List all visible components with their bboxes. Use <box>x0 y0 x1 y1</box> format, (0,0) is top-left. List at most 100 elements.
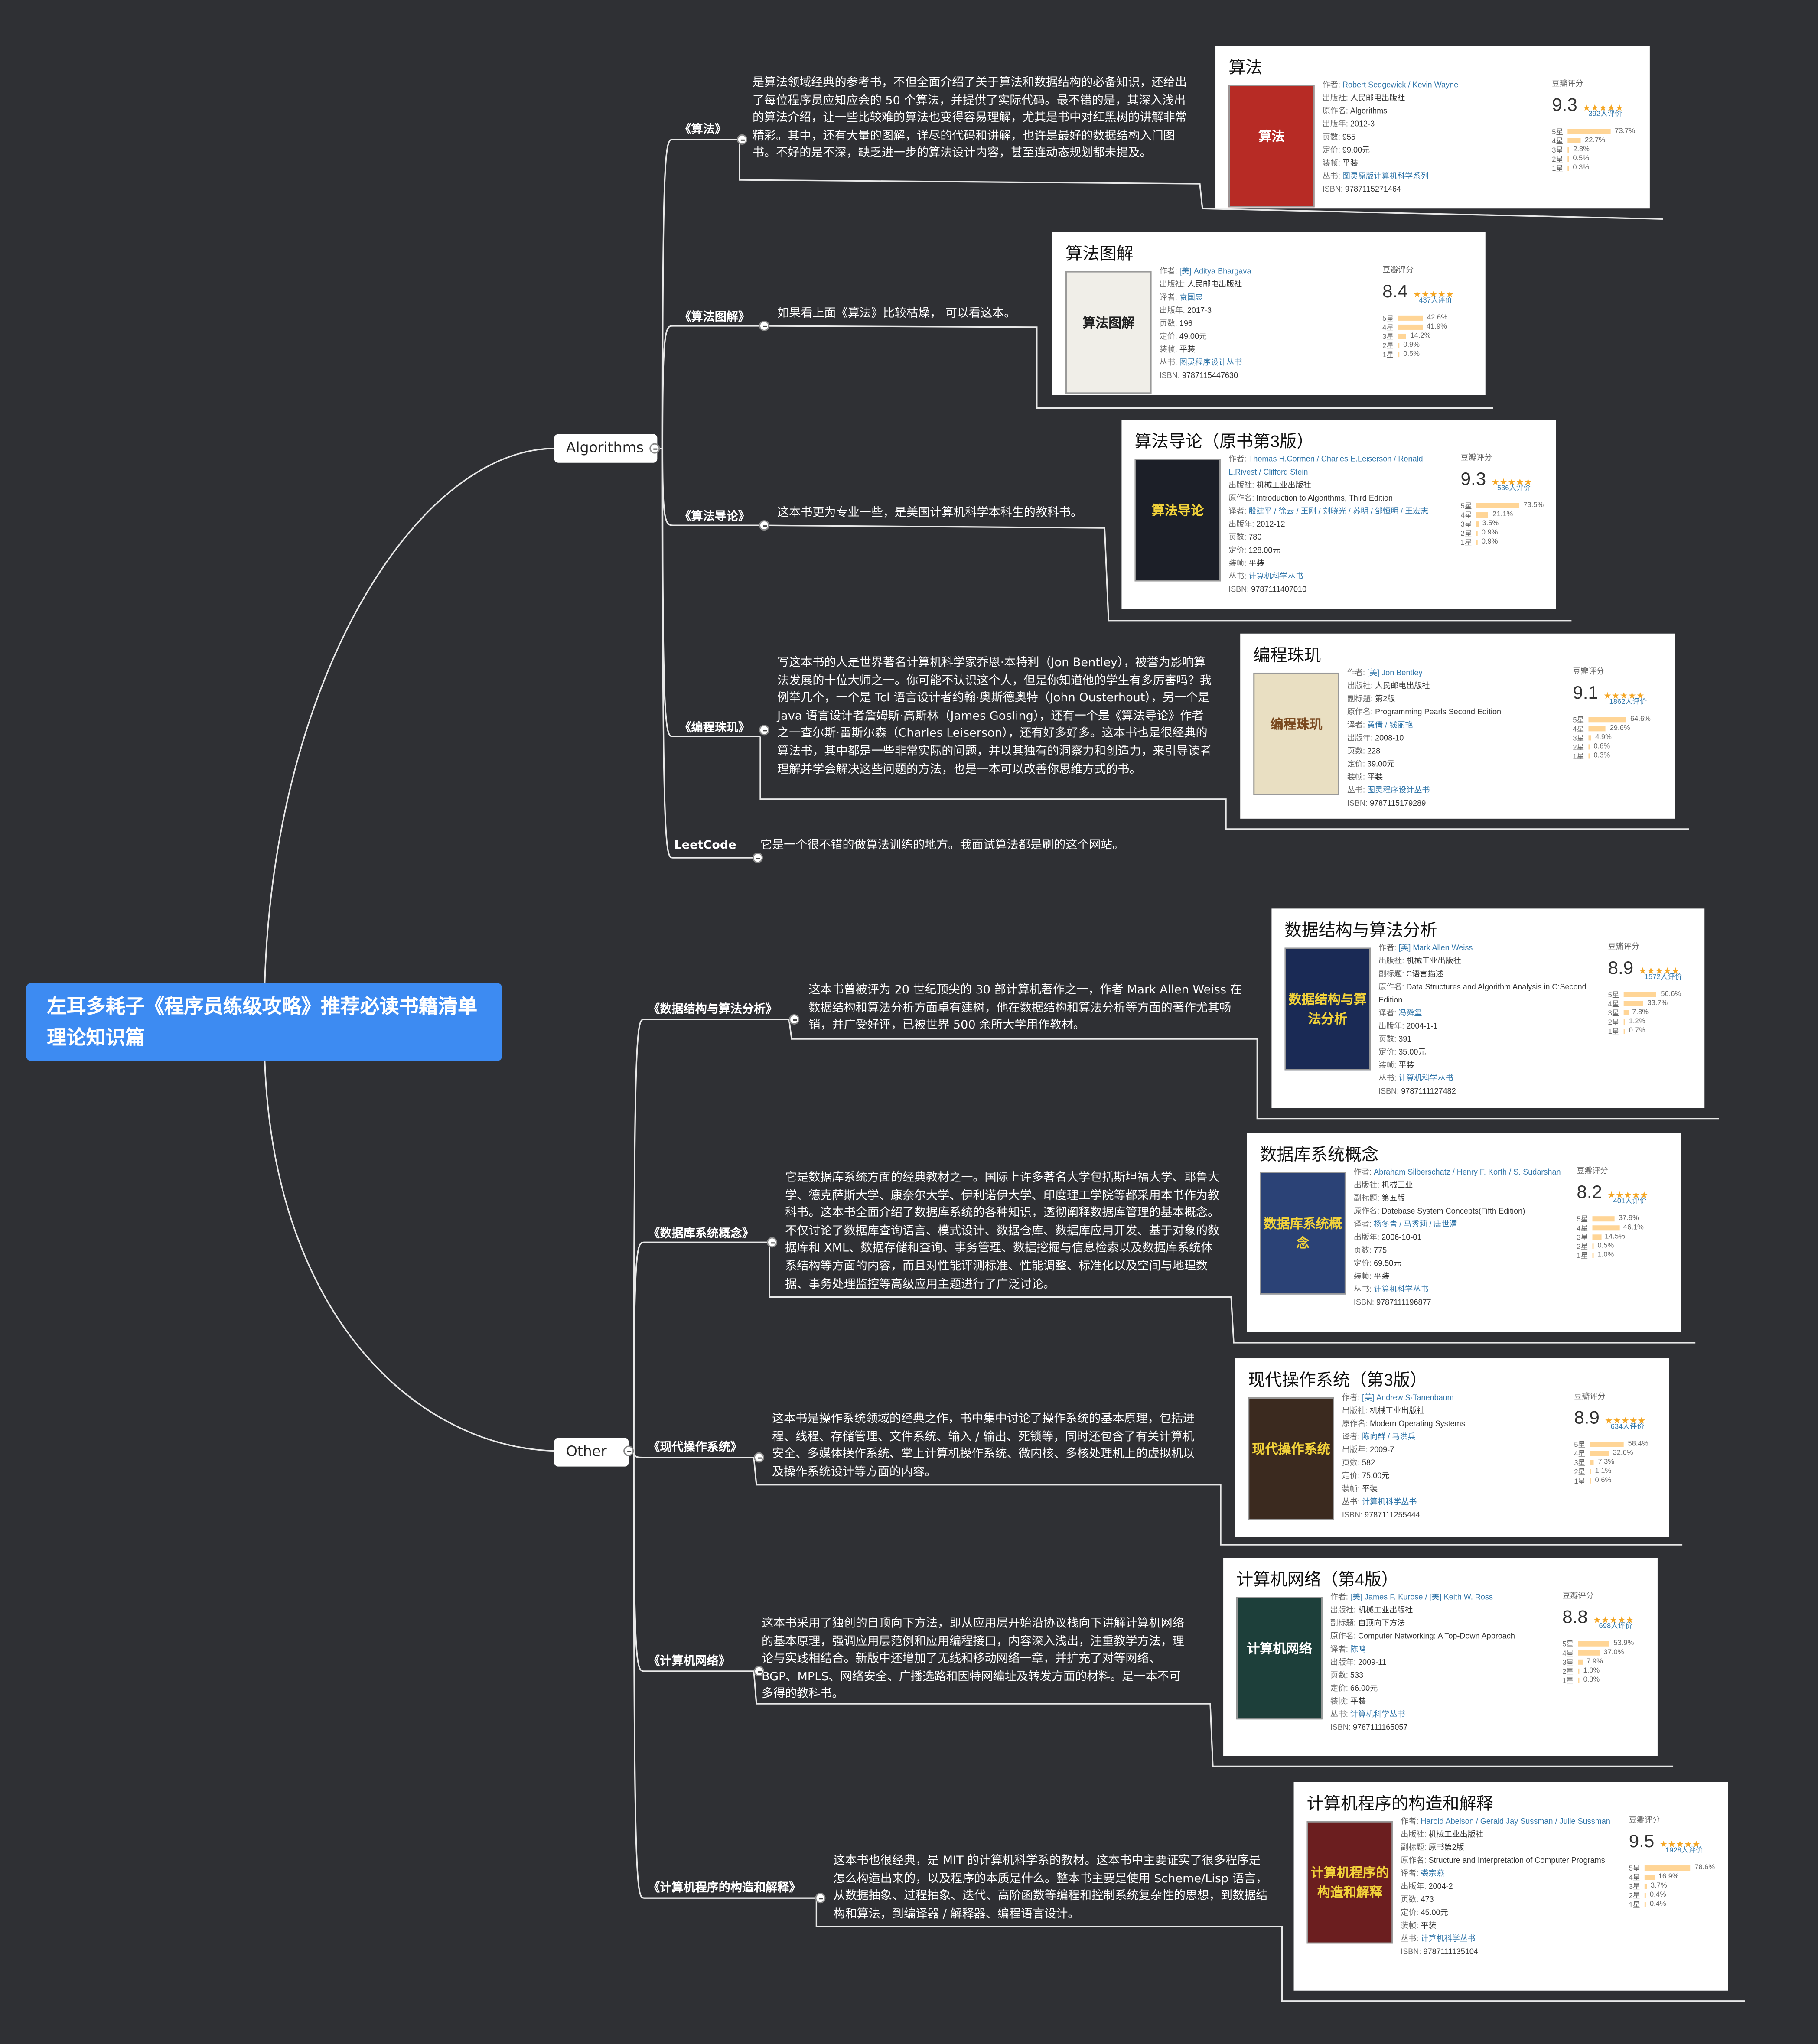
rating-count[interactable]: 1572人评价 <box>1644 973 1682 982</box>
rating-percent: 64.6% <box>1630 715 1651 723</box>
metadata-row: 副标题: 第2版 <box>1347 693 1562 706</box>
book-node-label[interactable]: 《编程珠玑》 <box>679 722 750 736</box>
rating-count[interactable]: 634人评价 <box>1610 1423 1644 1432</box>
rating-label: 豆瓣评分 <box>1573 668 1604 677</box>
metadata-value[interactable]: Harold Abelson / Gerald Jay Sussman / Ju… <box>1421 1818 1610 1826</box>
metadata-value: 9787115179289 <box>1370 800 1426 808</box>
book-node-label[interactable]: 《数据库系统概念》 <box>648 1228 754 1241</box>
rating-count[interactable]: 392人评价 <box>1588 111 1622 119</box>
collapse-icon[interactable] <box>752 853 763 863</box>
book-node-label[interactable]: 《现代操作系统》 <box>648 1442 742 1455</box>
rating-bar <box>1623 991 1657 997</box>
rating-bar <box>1398 342 1400 348</box>
metadata-row: 定价: 35.00元 <box>1378 1047 1597 1060</box>
metadata-value[interactable]: 陈鸣 <box>1350 1646 1366 1654</box>
metadata-value[interactable]: 计算机科学丛书 <box>1350 1712 1405 1720</box>
book-node-label[interactable]: 《计算机网络》 <box>648 1655 730 1669</box>
book-node-label[interactable]: 《算法》 <box>679 124 727 137</box>
rating-count[interactable]: 1928人评价 <box>1665 1847 1703 1855</box>
book-node-label[interactable]: 《数据结构与算法分析》 <box>648 1003 778 1017</box>
collapse-icon[interactable] <box>753 1666 765 1676</box>
book-node-label[interactable]: 《算法导论》 <box>679 511 750 524</box>
metadata-value[interactable]: 计算机科学丛书 <box>1374 1286 1429 1295</box>
metadata-value[interactable]: 陈向群 / 马洪兵 <box>1362 1434 1416 1442</box>
collapse-icon[interactable] <box>736 134 747 145</box>
book-info-card[interactable]: 数据结构与算法分析数据结构与算法分析作者: [美] Mark Allen Wei… <box>1271 908 1705 1108</box>
metadata-value[interactable]: 冯舜玺 <box>1398 1010 1422 1019</box>
collapse-icon[interactable] <box>789 1014 800 1025</box>
category-other[interactable]: Other <box>554 1438 629 1467</box>
rating-percent: 22.7% <box>1585 136 1606 144</box>
metadata-value[interactable]: [美] Andrew S·Tanenbaum <box>1362 1395 1454 1403</box>
metadata-value[interactable]: 图灵程序设计丛书 <box>1179 360 1242 368</box>
metadata-key: 装帧: <box>1353 1273 1372 1282</box>
metadata-value: 69.50元 <box>1374 1260 1401 1269</box>
collapse-icon[interactable] <box>623 1445 634 1456</box>
metadata-value[interactable]: Thomas H.Cormen / Charles E.Leiserson / … <box>1228 456 1423 477</box>
star-level: 5星 <box>1608 991 1619 999</box>
metadata-value: 2012-12 <box>1256 521 1285 530</box>
metadata-row: 出版社: 机械工业 <box>1354 1180 1566 1193</box>
collapse-icon[interactable] <box>753 1452 765 1463</box>
metadata-value[interactable]: 杨冬青 / 马秀莉 / 唐世渭 <box>1374 1221 1457 1230</box>
book-info-card[interactable]: 算法导论（原书第3版）算法导论作者: Thomas H.Cormen / Cha… <box>1121 420 1556 609</box>
book-cover-image: 算法 <box>1228 85 1315 208</box>
metadata-value[interactable]: 图灵程序设计丛书 <box>1367 787 1430 795</box>
collapse-icon[interactable] <box>815 1893 826 1904</box>
collapse-icon[interactable] <box>759 520 770 531</box>
metadata-value[interactable]: 裘宗燕 <box>1421 1871 1444 1879</box>
rating-count[interactable]: 401人评价 <box>1613 1198 1647 1206</box>
collapse-icon[interactable] <box>759 320 770 331</box>
book-node-label[interactable]: 《计算机程序的构造和解释》 <box>648 1882 801 1896</box>
star-level: 1星 <box>1382 351 1394 359</box>
book-info-card[interactable]: 计算机程序的构造和解释计算机程序的构造和解释作者: Harold Abelson… <box>1293 1782 1728 1991</box>
book-info-card[interactable]: 现代操作系统（第3版）现代操作系统作者: [美] Andrew S·Tanenb… <box>1235 1358 1670 1537</box>
metadata-key: 丛书: <box>1330 1712 1348 1720</box>
rating-percent: 33.7% <box>1647 999 1668 1007</box>
rating-bar <box>1476 521 1479 526</box>
metadata-value[interactable]: 图灵原版计算机科学系列 <box>1342 173 1429 182</box>
book-info-card[interactable]: 数据库系统概念数据库系统概念作者: Abraham Silberschatz /… <box>1247 1133 1681 1332</box>
metadata-row: 原作名: Data Structures and Algorithm Analy… <box>1378 982 1597 1008</box>
metadata-value: 9787111196877 <box>1376 1299 1431 1308</box>
metadata-value[interactable]: 殷建平 / 徐云 / 王刚 / 刘晓光 / 苏明 / 邹恒明 / 王宏志 <box>1248 508 1429 517</box>
metadata-value[interactable]: [美] James F. Kurose / [美] Keith W. Ross <box>1350 1594 1493 1602</box>
metadata-value[interactable]: 计算机科学丛书 <box>1362 1499 1417 1507</box>
book-node-label[interactable]: 《算法图解》 <box>679 311 750 325</box>
collapse-icon[interactable] <box>767 1237 778 1248</box>
rating-count[interactable]: 1862人评价 <box>1609 699 1647 707</box>
metadata-value[interactable]: 计算机科学丛书 <box>1248 573 1303 582</box>
metadata-value[interactable]: 袁国忠 <box>1179 294 1203 303</box>
book-node-label[interactable]: LeetCode <box>674 839 736 853</box>
metadata-value[interactable]: 黄倩 / 钱丽艳 <box>1367 722 1413 730</box>
rating-count[interactable]: 698人评价 <box>1599 1623 1632 1631</box>
metadata-value[interactable]: Abraham Silberschatz / Henry F. Korth / … <box>1374 1169 1561 1177</box>
metadata-row: 装帧: 平装 <box>1347 772 1562 785</box>
book-description: 它是一个很不错的做算法训练的地方。我面试算法都是刷的这个网站。 <box>760 839 1124 853</box>
metadata-value[interactable]: [美] Aditya Bhargava <box>1179 268 1251 277</box>
category-algorithms[interactable]: Algorithms <box>554 434 658 463</box>
collapse-icon[interactable] <box>759 725 770 736</box>
metadata-value[interactable]: 计算机科学丛书 <box>1398 1075 1453 1084</box>
rating-count[interactable]: 437人评价 <box>1419 297 1453 305</box>
rating-count[interactable]: 536人评价 <box>1497 485 1531 493</box>
metadata-row: 译者: 袁国忠 <box>1160 292 1372 305</box>
star-level: 5星 <box>1562 1640 1574 1649</box>
metadata-value[interactable]: 计算机科学丛书 <box>1421 1936 1476 1944</box>
collapse-icon[interactable] <box>649 443 660 454</box>
metadata-row: 定价: 69.50元 <box>1354 1258 1566 1271</box>
metadata-value[interactable]: [美] Mark Allen Weiss <box>1398 945 1473 953</box>
metadata-row: 译者: 黄倩 / 钱丽艳 <box>1347 719 1562 732</box>
book-description: 这本书采用了独创的自顶向下方法，即从应用层开始沿协议栈向下讲解计算机网络的基本原… <box>762 1618 1184 1702</box>
metadata-value[interactable]: [美] Jon Bentley <box>1367 670 1423 678</box>
book-info-card[interactable]: 计算机网络（第4版）计算机网络作者: [美] James F. Kurose /… <box>1223 1558 1658 1756</box>
metadata-row: 出版年: 2004-2 <box>1401 1881 1618 1894</box>
metadata-value[interactable]: Robert Sedgewick / Kevin Wayne <box>1342 82 1459 90</box>
root-topic[interactable]: 左耳多耗子《程序员练级攻略》推荐必读书籍清单理论知识篇 <box>26 983 502 1061</box>
